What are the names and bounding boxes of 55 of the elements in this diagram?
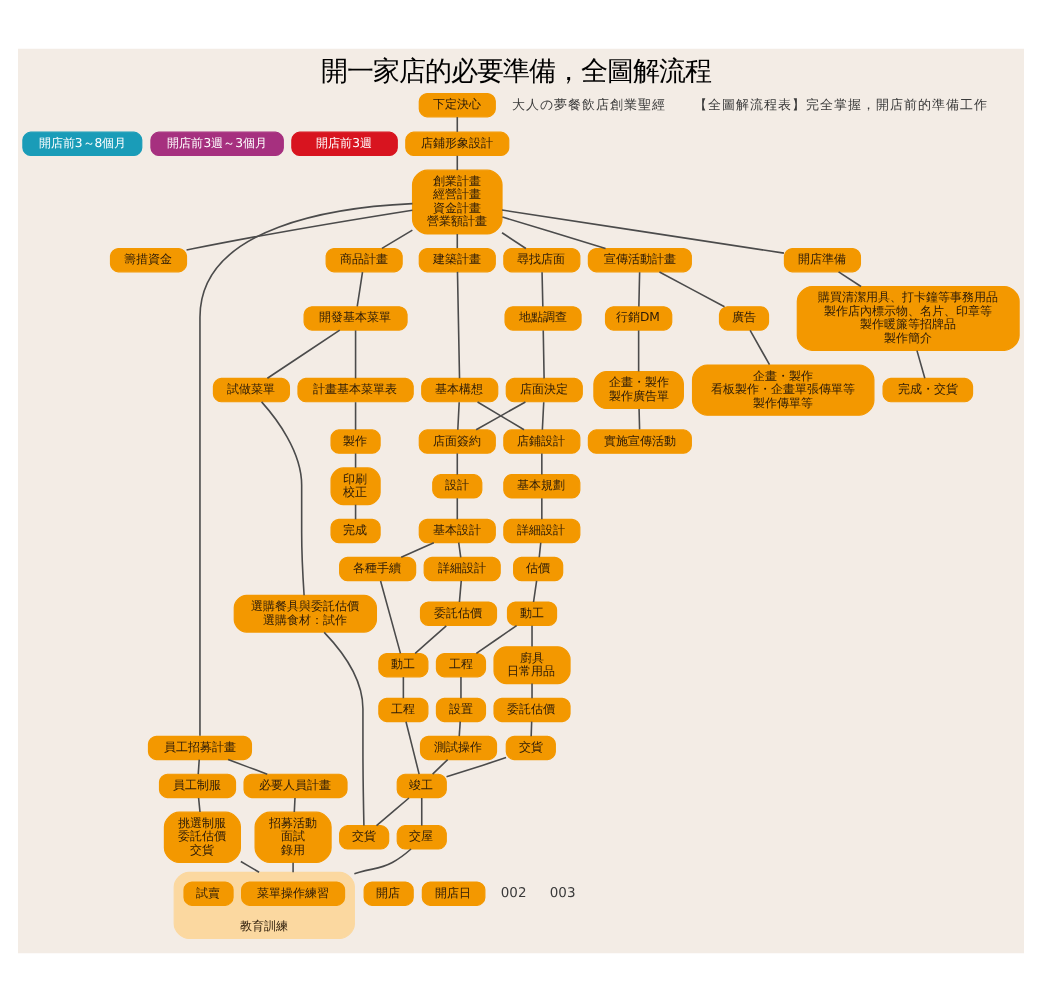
connector bbox=[540, 400, 544, 430]
connector bbox=[474, 623, 517, 654]
connector bbox=[531, 579, 537, 602]
connector bbox=[378, 579, 401, 654]
connector bbox=[352, 847, 411, 874]
connector bbox=[196, 757, 200, 774]
connector bbox=[540, 451, 542, 475]
connector bbox=[374, 796, 409, 826]
connector bbox=[456, 400, 459, 430]
connector bbox=[259, 400, 304, 596]
connector bbox=[399, 540, 434, 558]
connector bbox=[500, 208, 784, 253]
connector bbox=[459, 675, 461, 698]
connector bbox=[196, 796, 200, 812]
connector bbox=[455, 496, 458, 520]
connector bbox=[413, 624, 447, 654]
connector bbox=[184, 208, 413, 250]
connector bbox=[537, 540, 541, 558]
connector bbox=[353, 400, 356, 430]
connector bbox=[401, 675, 404, 698]
connector bbox=[226, 757, 268, 774]
connector bbox=[404, 719, 419, 774]
connector bbox=[291, 860, 293, 873]
connector bbox=[456, 540, 461, 558]
connector bbox=[430, 757, 448, 774]
connector bbox=[455, 115, 458, 132]
connector bbox=[455, 232, 458, 248]
connector bbox=[836, 270, 861, 287]
connector bbox=[455, 154, 458, 170]
connector bbox=[915, 348, 925, 379]
connector bbox=[457, 579, 462, 602]
connector bbox=[380, 228, 413, 249]
connector bbox=[353, 328, 356, 379]
connector bbox=[419, 796, 422, 826]
connector bbox=[457, 719, 461, 736]
connector bbox=[637, 270, 640, 307]
connector bbox=[637, 407, 640, 430]
connector bbox=[444, 755, 506, 777]
connector bbox=[500, 215, 606, 249]
connector bbox=[239, 859, 259, 873]
connector bbox=[455, 270, 460, 379]
connector bbox=[636, 328, 639, 372]
connector bbox=[322, 630, 364, 826]
connector bbox=[455, 451, 458, 475]
connector bbox=[541, 328, 544, 379]
connector bbox=[540, 270, 543, 307]
connector bbox=[530, 681, 532, 698]
connector bbox=[530, 624, 532, 647]
connector bbox=[540, 496, 542, 520]
connector bbox=[500, 230, 526, 249]
connector bbox=[748, 328, 770, 365]
connector bbox=[355, 270, 363, 307]
connector bbox=[657, 270, 725, 307]
diagram-title: 開一家店的必要準備，全圖解流程 bbox=[319, 55, 710, 88]
connector bbox=[265, 328, 340, 379]
